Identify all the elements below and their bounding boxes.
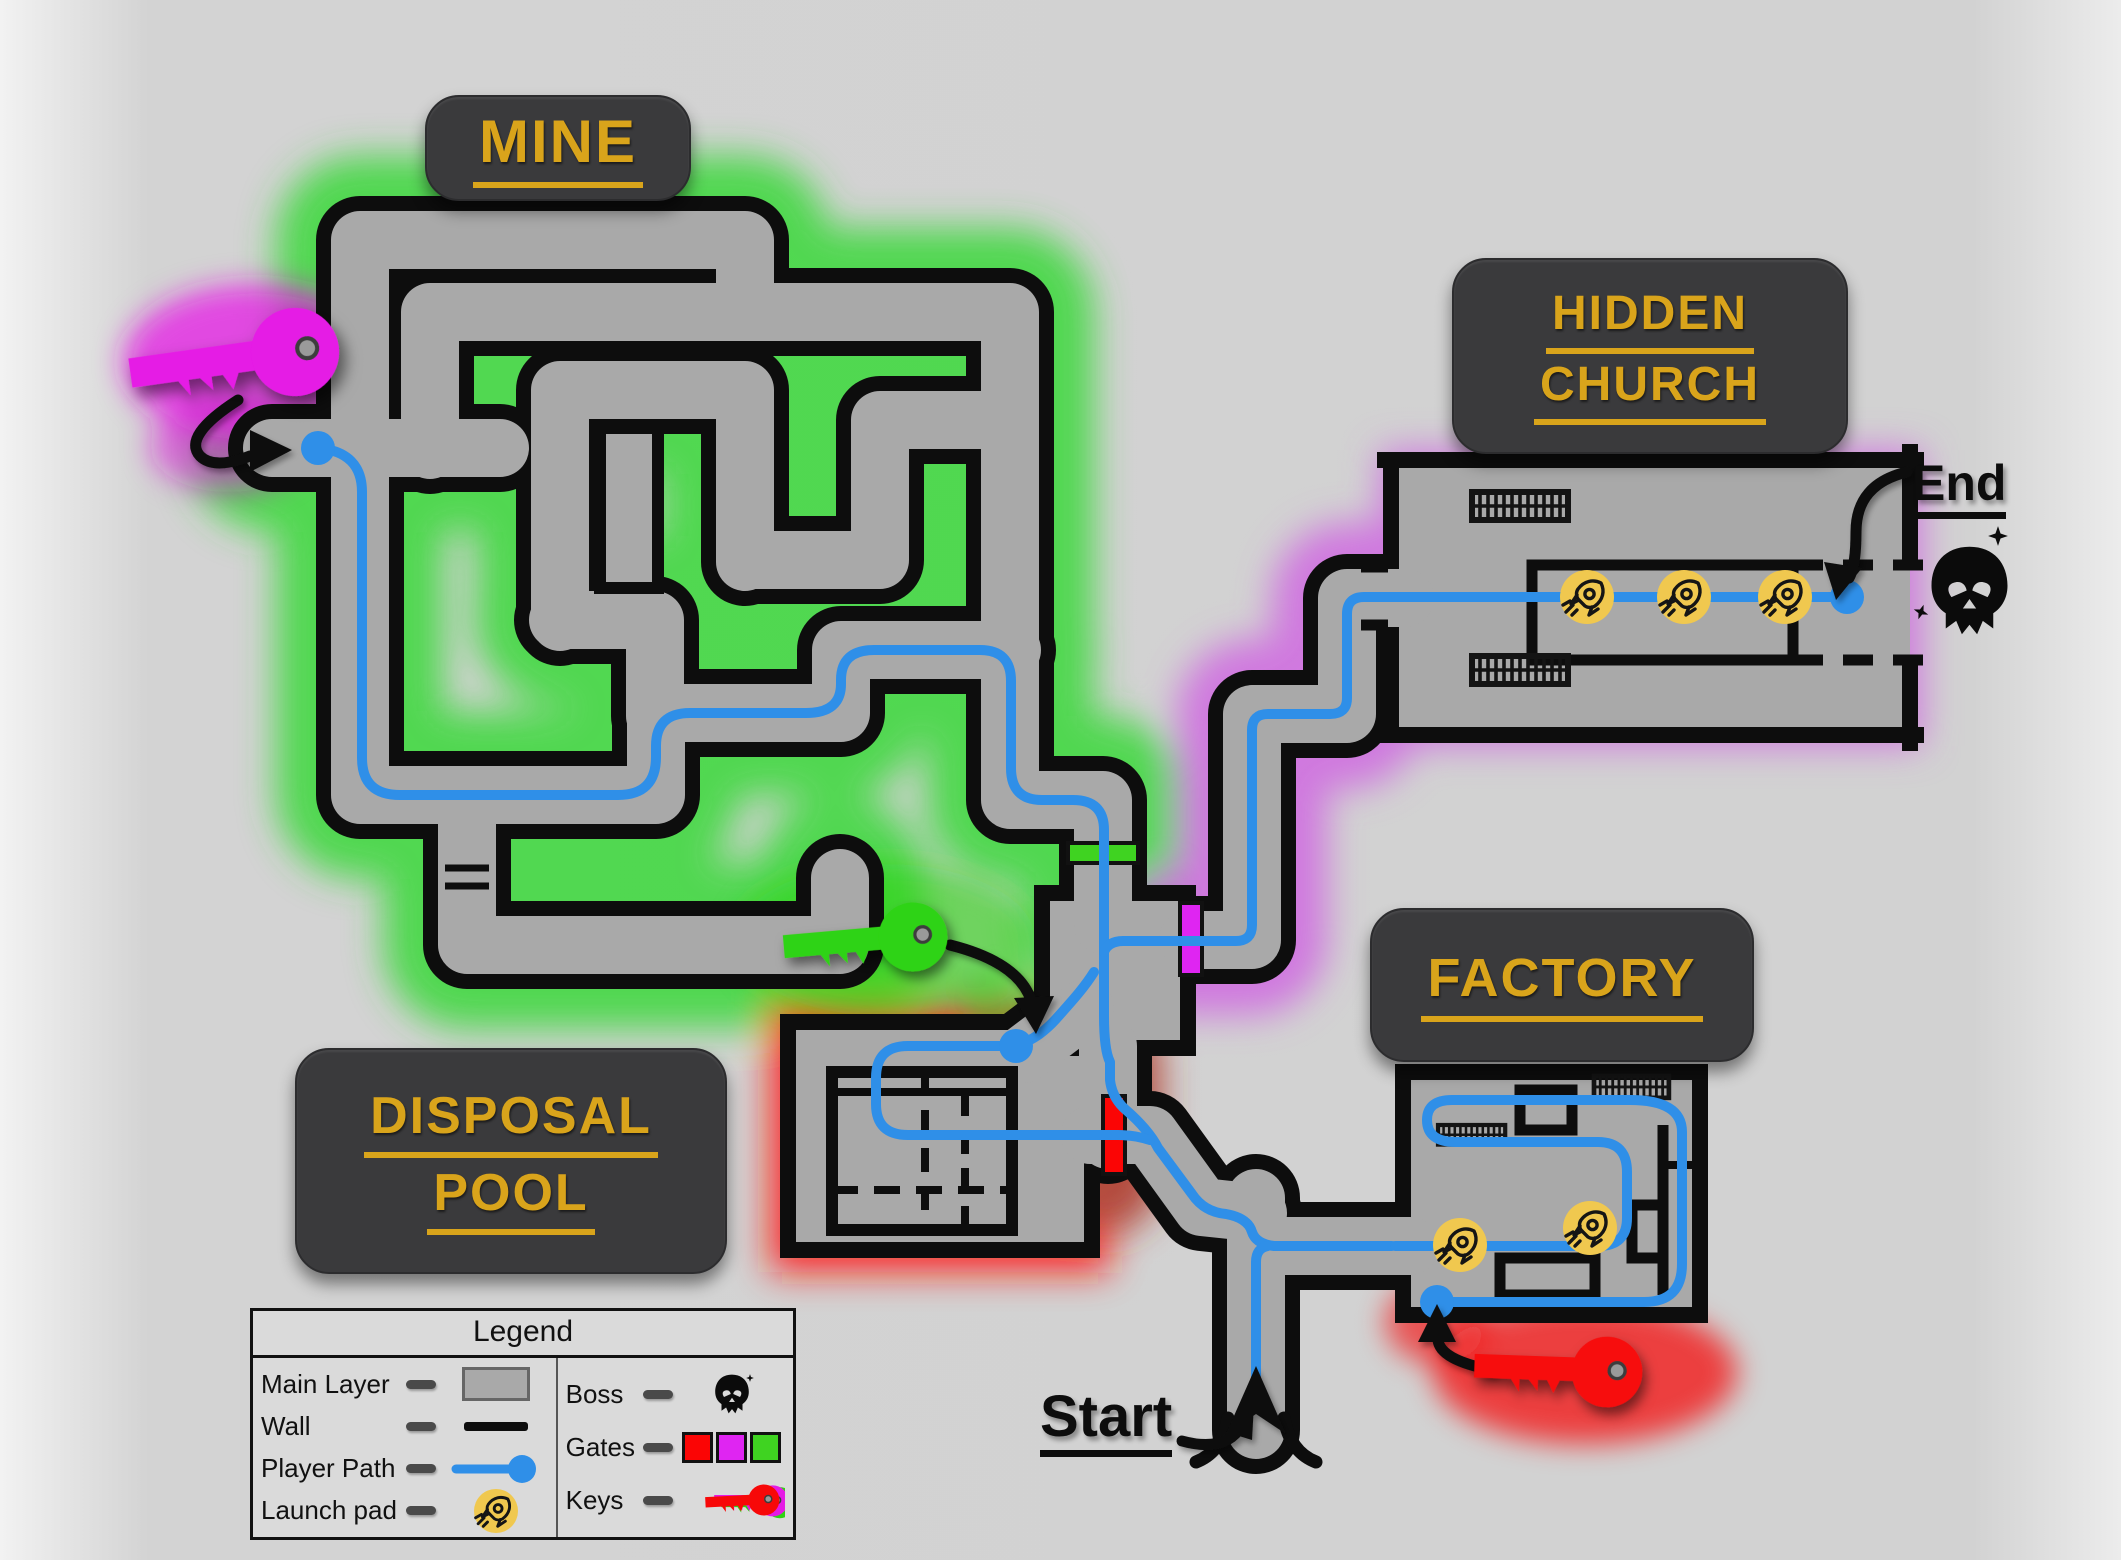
start-entrance-chevron	[1226, 1366, 1286, 1434]
sparkle-icon	[1988, 526, 2008, 546]
end-arrowhead	[1824, 562, 1862, 600]
pool-key-dot	[999, 1029, 1033, 1063]
hidden-church-label-line1: HIDDEN	[1545, 287, 1754, 354]
factory-label-text: FACTORY	[1421, 948, 1703, 1022]
legend-label: Player Path	[261, 1453, 396, 1484]
factory-stairs-top-icon	[1594, 1076, 1669, 1098]
hidden-church-label: HIDDEN CHURCH	[1452, 258, 1848, 454]
boss-marker	[1911, 526, 2008, 635]
key-icons	[703, 1483, 785, 1520]
annotation-arrows	[190, 394, 1913, 1451]
legend-row-wall: Wall	[261, 1406, 548, 1446]
main-layer-swatch	[461, 1367, 530, 1402]
end-marker: End	[1912, 458, 2007, 519]
legend-row-launch-pad: Launch pad	[261, 1488, 548, 1533]
dash-icon	[405, 1506, 436, 1516]
red-gate-swatch	[682, 1432, 713, 1463]
legend-label: Keys	[565, 1484, 624, 1515]
legend-label: Wall	[261, 1410, 311, 1441]
launch-pads	[1433, 570, 1812, 1272]
disposal-pool-label-line2: POOL	[427, 1164, 595, 1236]
legend-label: Gates	[565, 1432, 635, 1462]
dash-icon	[643, 1390, 673, 1400]
disposal-pool-label-line1: DISPOSAL	[364, 1087, 658, 1158]
player-path	[313, 443, 1837, 1397]
church-stairs-bottom-icon	[1472, 656, 1568, 684]
green-key-arrowhead	[1014, 996, 1054, 1034]
legend-row-gates: Gates	[566, 1428, 785, 1468]
wall-swatch	[463, 1421, 528, 1431]
legend-label: Main Layer	[261, 1368, 390, 1399]
dash-icon	[643, 1495, 673, 1505]
mine-key-dot	[301, 431, 335, 465]
launch-pad-icon	[473, 1488, 518, 1533]
red-key-arrowhead	[1418, 1304, 1456, 1342]
boss-skull-icon	[1931, 546, 2008, 635]
dash-icon	[405, 1379, 436, 1389]
green-gate-swatch	[750, 1432, 781, 1463]
hidden-church-label-line2: CHURCH	[1534, 358, 1766, 425]
dash-icon	[405, 1464, 436, 1474]
mine-label-text: MINE	[473, 108, 643, 189]
magenta-gate-swatch	[716, 1432, 747, 1463]
factory-room	[1395, 1064, 1708, 1323]
disposal-pool-label: DISPOSAL POOL	[295, 1048, 727, 1274]
legend-title: Legend	[253, 1311, 793, 1358]
player-path-swatch	[451, 1454, 536, 1483]
legend-row-keys: Keys	[566, 1480, 785, 1520]
legend-panel: Legend Main Layer Wall Player Path	[250, 1308, 796, 1540]
mine-label: MINE	[425, 95, 691, 201]
legend-row-player-path: Player Path	[261, 1449, 548, 1489]
magenta-key-arrowhead	[250, 430, 292, 472]
start-marker: Start	[1040, 1388, 1173, 1457]
church-stairs-top-icon	[1472, 492, 1568, 520]
legend-label: Launch pad	[261, 1495, 397, 1526]
factory-label: FACTORY	[1370, 908, 1754, 1062]
boss-skull-icon	[715, 1373, 754, 1414]
legend-label: Boss	[565, 1379, 624, 1410]
factory-key-dot	[1420, 1285, 1454, 1319]
legend-row-boss: Boss	[565, 1373, 785, 1415]
dash-icon	[643, 1443, 673, 1452]
dash-icon	[405, 1421, 436, 1431]
interior-details	[445, 422, 1934, 1469]
legend-row-main-layer: Main Layer	[261, 1364, 548, 1404]
